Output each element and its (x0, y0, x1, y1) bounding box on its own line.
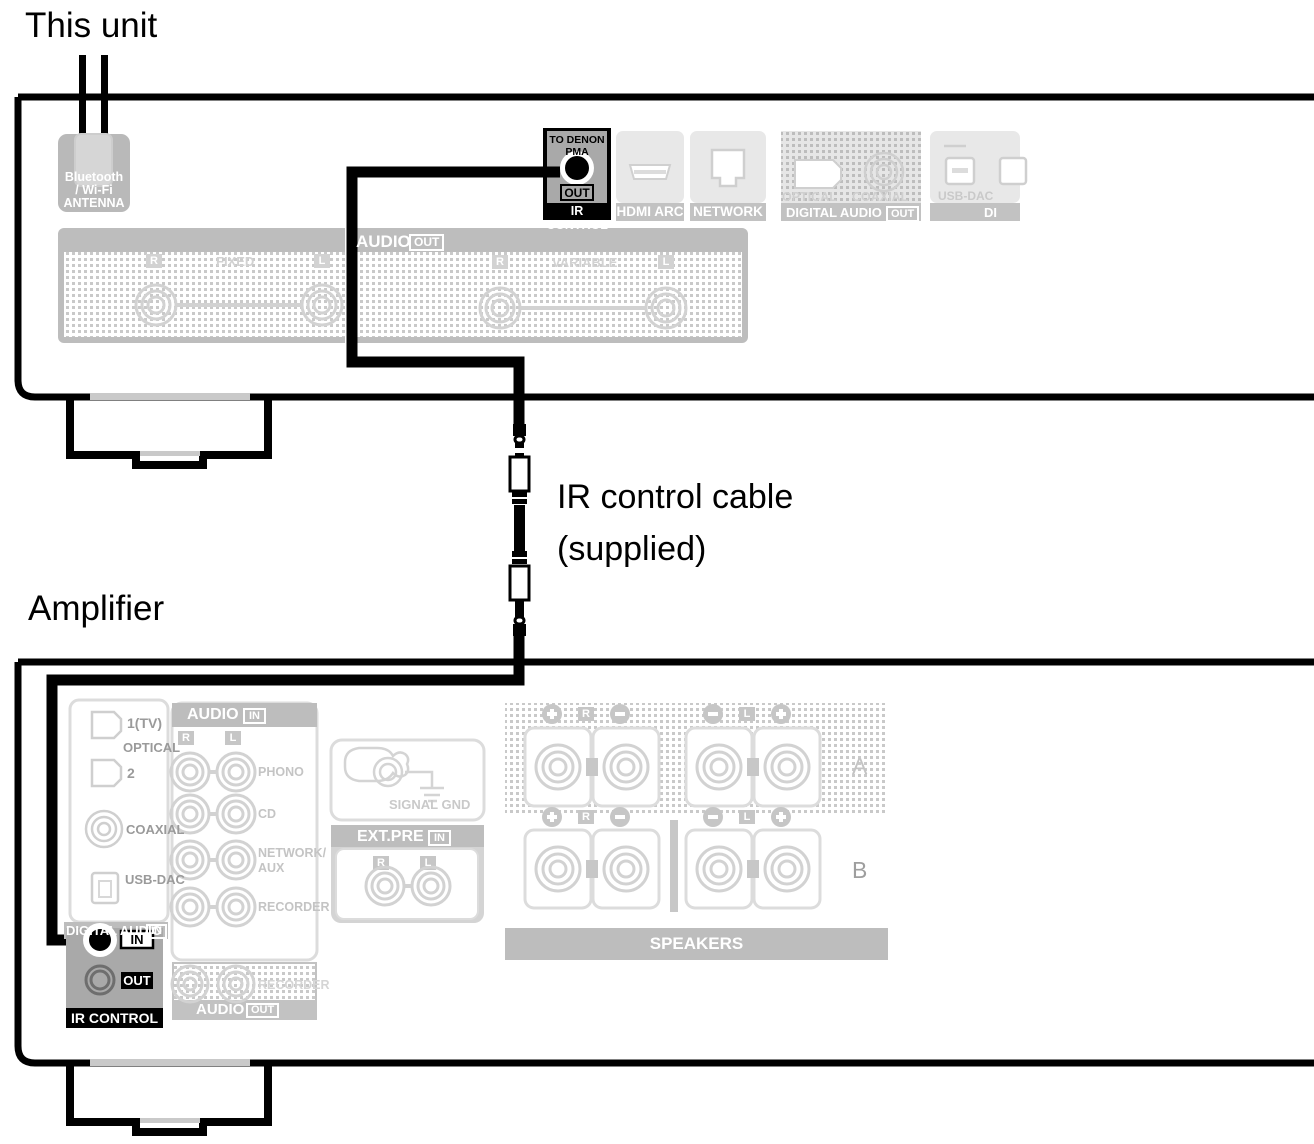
amp-optical-label: OPTICAL (123, 740, 181, 755)
amp-signal-gnd-block (329, 738, 486, 822)
speakers-a-ch-r: R (582, 708, 590, 720)
amp-digital-audio-caption: DIGITAL AUDIO (66, 923, 162, 938)
ext-pre-caption: EXT.PRE (357, 828, 424, 845)
ext-pre-ch-r: R (377, 857, 385, 869)
speakers-bank-a-label: A (852, 753, 868, 779)
antenna-line-antenna: ANTENNA (63, 196, 125, 210)
speakers-bank-b-label: B (852, 857, 868, 883)
amp-audio-in-block (169, 701, 319, 962)
variable-label: VARIABLE (552, 255, 618, 270)
amp-ir-in-badge: IN (130, 932, 144, 947)
amp-optical-2-label: 2 (127, 765, 135, 781)
ext-pre-ch-l: L (424, 857, 432, 869)
amplifier-chassis (14, 658, 1314, 1136)
optical-label-top: OPTICAL (782, 190, 837, 204)
top-usb-dac-block (930, 131, 1028, 221)
antenna-base (58, 133, 130, 212)
top-audio-out-caption: AUDIO (356, 232, 411, 251)
ir-out-to-denon-line1: TO DENON (549, 134, 605, 146)
speakers-b-ch-l: L (743, 811, 751, 823)
variable-ch-r: R (496, 256, 504, 268)
antenna-line-wifi: / Wi-Fi (75, 183, 113, 197)
amp-optical-1tv-label: 1(TV) (127, 715, 162, 731)
ir-control-caption-top: IR CONTROL (546, 204, 608, 232)
top-audio-out-direction: OUT (409, 234, 445, 251)
digital-audio-direction-top: OUT (886, 206, 920, 222)
digital-audio-caption-top: DIGITAL AUDIO (786, 205, 882, 220)
ir-out-to-denon-line2: PMA (565, 146, 589, 158)
amp-audio-in-ch-r: R (182, 732, 190, 744)
amp-audio-in-row-cd: CD (258, 807, 277, 821)
speakers-b-ch-r: R (582, 811, 590, 823)
fixed-label: FIXED (216, 254, 255, 269)
amp-audio-in-ch-l: L (229, 732, 237, 744)
ir-out-direction-badge: OUT (564, 186, 590, 200)
page-title-this-unit: This unit (25, 6, 158, 45)
cable-label-line2: (supplied) (557, 530, 707, 568)
fixed-ch-r: R (150, 255, 158, 267)
variable-ch-l: L (662, 256, 670, 268)
amp-audio-in-caption: AUDIO (187, 706, 239, 723)
amp-usb-dac-label: USB-DAC (125, 872, 185, 887)
page-title-amplifier: Amplifier (28, 589, 165, 628)
top-network-block (690, 131, 766, 221)
ext-pre-direction: IN (428, 830, 451, 846)
amp-audio-in-row-phono: PHONO (258, 765, 304, 779)
antenna-label: Bluetooth / Wi-Fi ANTENNA Bluetooth / Wi… (58, 171, 130, 210)
signal-gnd-label: SIGNAL GND (389, 797, 471, 812)
amp-coaxial-label: COAXIAL (126, 822, 185, 837)
amp-digital-audio-direction: IN (146, 924, 167, 939)
amp-ext-pre-block (331, 825, 484, 923)
amp-audio-out-row-recorder: RECORDER (258, 978, 330, 992)
amp-ir-control-block (66, 923, 163, 1028)
speakers-caption: SPEAKERS (649, 934, 744, 953)
top-unit-chassis (14, 55, 1314, 469)
top-digital-audio-block (781, 131, 921, 221)
amp-audio-out-caption: AUDIO (196, 1001, 245, 1018)
amp-audio-out-direction: OUT (246, 1003, 280, 1018)
amp-audio-in-direction: IN (243, 708, 266, 724)
top-audio-out-panel (58, 228, 748, 343)
coaxial-label-top: COAXIAL (852, 190, 909, 204)
ir-cable-top (346, 166, 560, 430)
amp-speakers-block (505, 703, 888, 960)
amp-digital-audio-in-block (64, 698, 170, 939)
digital-caption-cropped: DI (984, 205, 997, 220)
amp-audio-in-row-recorder: RECORDER (258, 900, 330, 914)
amp-audio-in-row-network-aux: NETWORK/ AUX (258, 846, 327, 875)
cable-label-line1: IR control cable (557, 478, 794, 516)
cable-plug-upper (508, 424, 531, 551)
fixed-ch-l: L (318, 255, 326, 267)
amp-audio-out-block (170, 962, 317, 1020)
cable-plug-lower (508, 551, 531, 636)
hdmi-arc-caption: HDMI ARC (616, 204, 684, 219)
amp-ir-out-badge: OUT (123, 973, 151, 988)
amp-ir-control-caption: IR CONTROL (70, 1010, 159, 1026)
antenna-line-bluetooth: Bluetooth (64, 170, 124, 184)
usb-dac-label-top: USB-DAC (938, 189, 994, 203)
top-hdmi-block (616, 131, 684, 221)
speakers-a-ch-l: L (743, 708, 751, 720)
network-caption: NETWORK (693, 204, 763, 219)
